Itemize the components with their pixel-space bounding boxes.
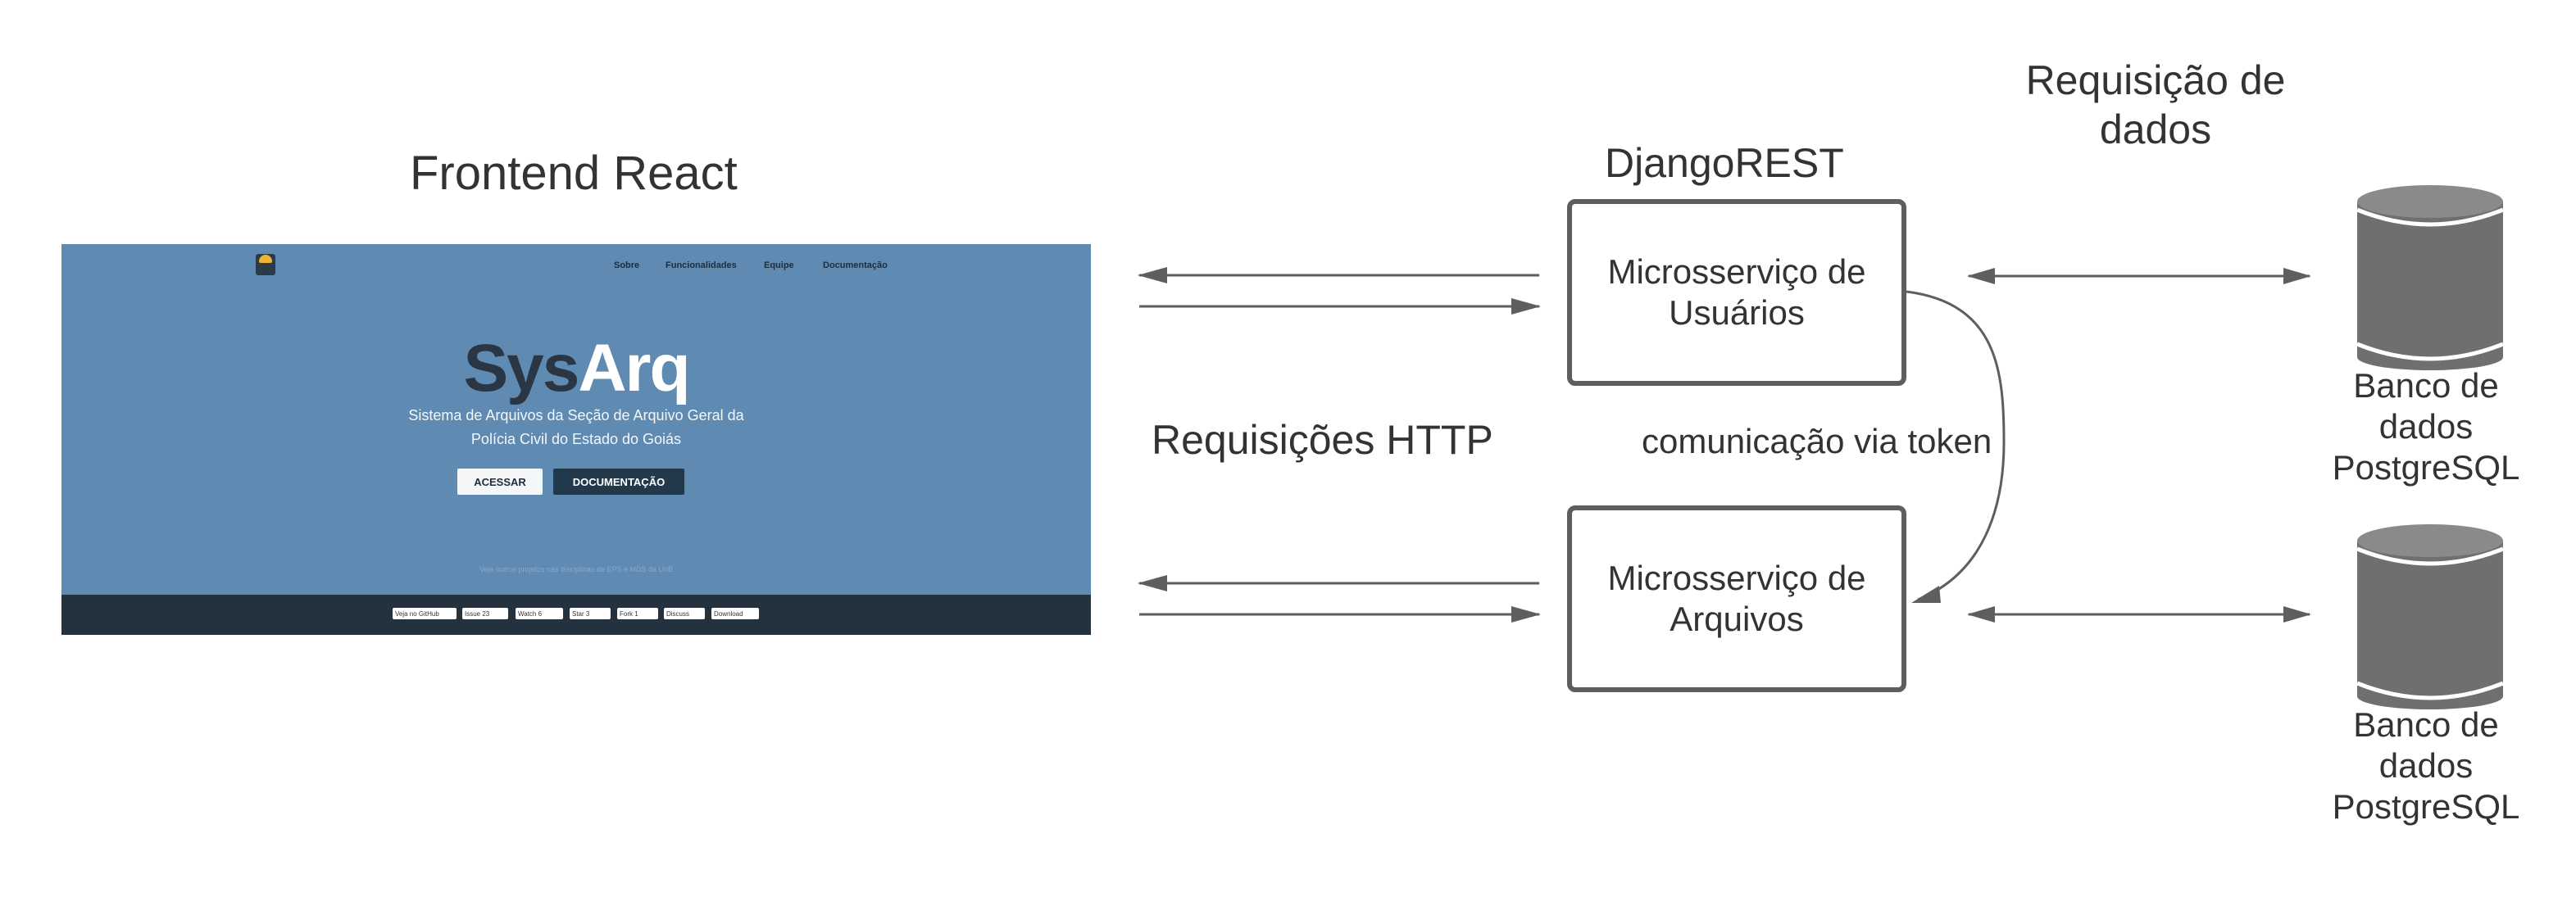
requisicoes-http-label: Requisições HTTP <box>1152 417 1493 463</box>
arrowhead-db2-left <box>1967 606 1995 623</box>
nav-link-sobre[interactable]: Sobre <box>614 260 640 270</box>
arrowhead-db1-left <box>1967 268 1995 284</box>
issue-badge[interactable]: Issue 23 <box>462 608 508 619</box>
arrowhead-db2-right <box>2283 606 2311 623</box>
frontend-screenshot: Sobre Funcionalidades Equipe Documentaçã… <box>61 244 1091 635</box>
watch-badge[interactable]: Watch 6 <box>516 608 563 619</box>
django-title: DjangoREST <box>1605 140 1844 186</box>
arrowhead-left-1 <box>1138 267 1167 283</box>
github-badge[interactable]: Veja no GitHub <box>393 608 457 619</box>
brand-arq: Arq <box>578 331 690 405</box>
sun-icon <box>259 255 272 263</box>
database-label-1: Banco de dados PostgreSQL <box>2332 366 2520 487</box>
nav-link-equipe[interactable]: Equipe <box>764 260 794 270</box>
requisicao-dados-label: Requisição de dados <box>2025 57 2286 152</box>
database-label-2: Banco de dados PostgreSQL <box>2332 705 2520 826</box>
token-curve <box>1906 290 2006 601</box>
sysarq-brand: SysArq <box>61 330 1091 407</box>
database-icon-2 <box>2356 524 2504 709</box>
frontend-title: Frontend React <box>410 147 738 200</box>
arrowhead-token <box>1911 586 1941 603</box>
discuss-badge[interactable]: Discuss <box>664 608 705 619</box>
comunicacao-token-label: comunicação via token <box>1642 422 1992 460</box>
fork-badge[interactable]: Fork 1 <box>617 608 658 619</box>
arrowhead-left-2 <box>1138 575 1167 591</box>
nav-link-funcionalidades[interactable]: Funcionalidades <box>666 260 737 270</box>
arrowhead-right-2 <box>1511 606 1541 623</box>
sysarq-subtitle: Sistema de Arquivos da Seção de Arquivo … <box>408 407 744 447</box>
download-badge[interactable]: Download <box>711 608 759 619</box>
star-badge[interactable]: Star 3 <box>570 608 611 619</box>
acessar-button[interactable]: ACESSAR <box>457 469 543 495</box>
arrowhead-db1-right <box>2283 268 2311 284</box>
documentacao-button[interactable]: DOCUMENTAÇÃO <box>553 469 684 495</box>
database-icon-1 <box>2356 185 2504 370</box>
brand-sys: Sys <box>463 331 579 405</box>
arrowhead-right-1 <box>1511 298 1541 315</box>
microsservico-usuarios-box: Microsserviço de Usuários <box>1567 199 1906 386</box>
nav-link-documentacao[interactable]: Documentação <box>823 260 888 270</box>
footnote-link[interactable]: Veja outros projetos nas disciplinas de … <box>479 565 674 573</box>
microsservico-arquivos-box: Microsserviço de Arquivos <box>1567 505 1906 692</box>
